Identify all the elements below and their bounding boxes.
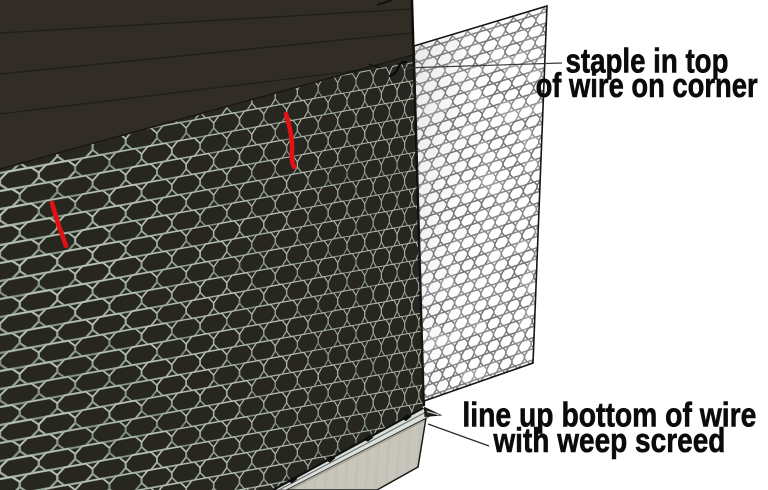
svg-text:with weep screed: with weep screed	[493, 422, 726, 460]
svg-text:line up bottom of wire: line up bottom of wire	[462, 396, 756, 434]
svg-text:of wire on corner: of wire on corner	[536, 67, 758, 105]
svg-text:staple in top: staple in top	[566, 42, 729, 80]
